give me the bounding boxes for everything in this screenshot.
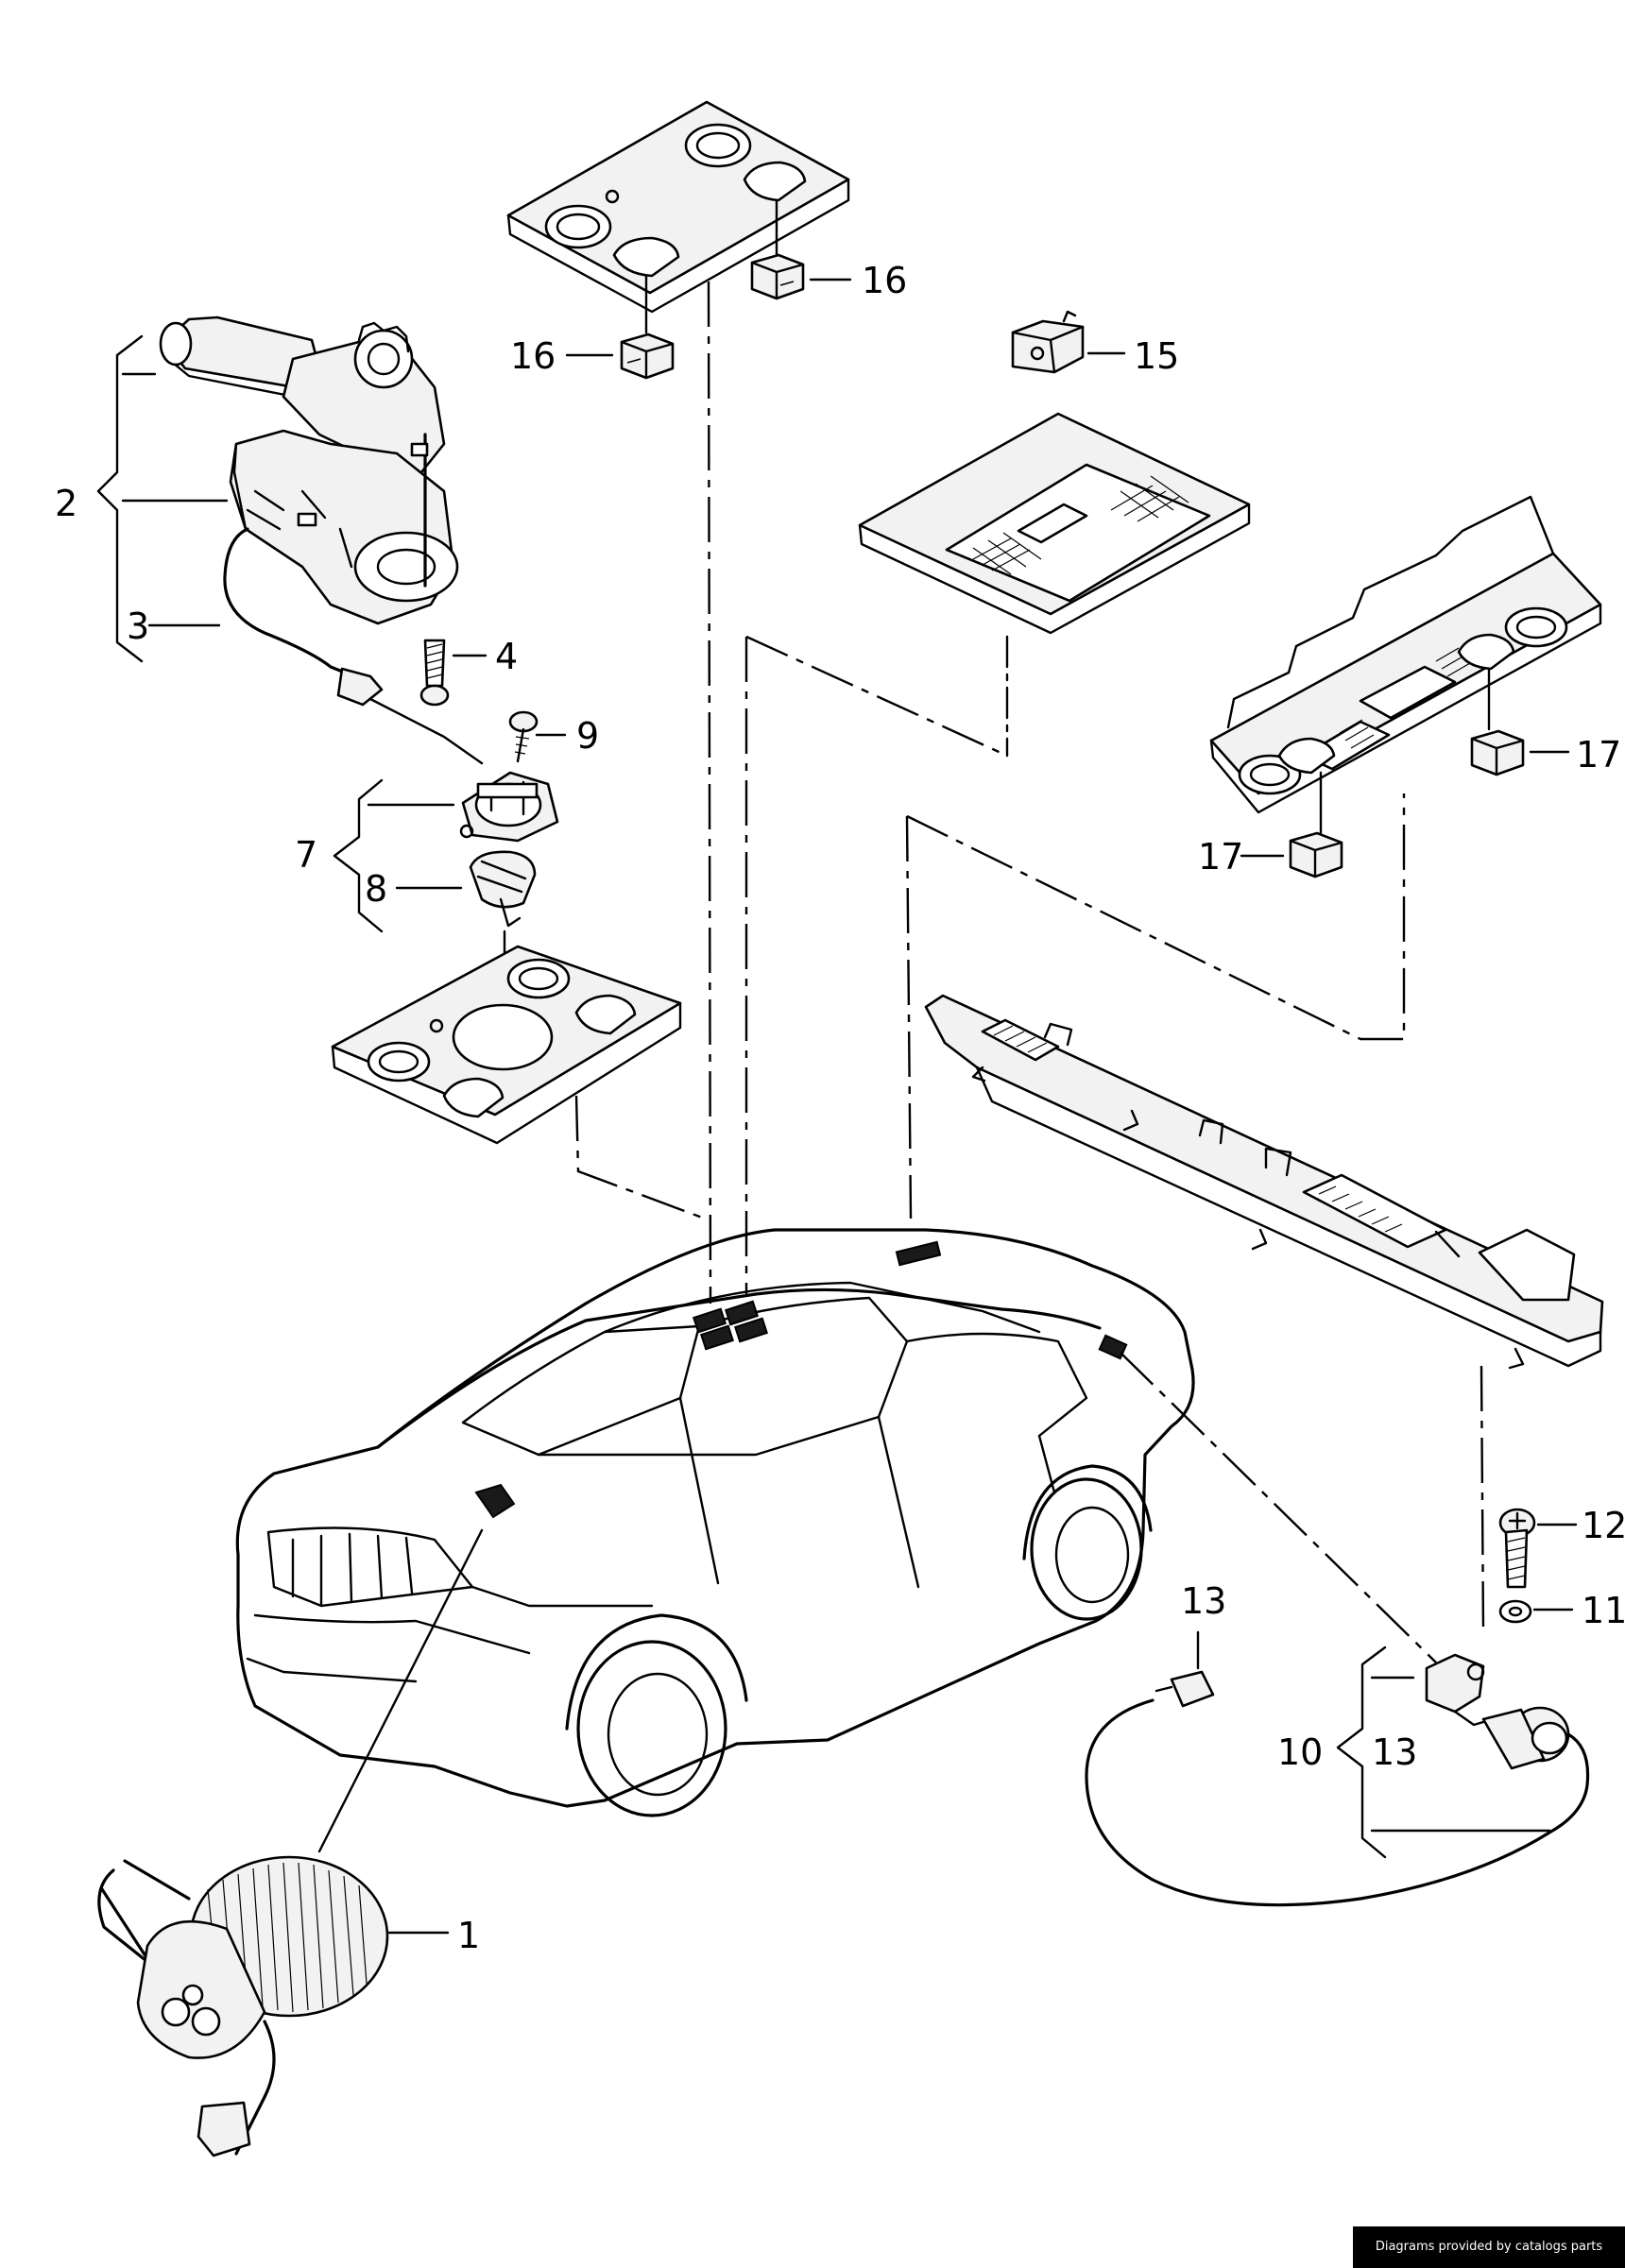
callout-3: 3 — [127, 605, 149, 647]
actuator-cable — [1085, 1698, 1590, 1907]
callout-13-bottom: 13 — [1372, 1731, 1417, 1773]
callout-9: 9 — [576, 715, 599, 757]
blower-motor-1 — [97, 1855, 389, 2157]
callout-8: 8 — [365, 868, 387, 910]
screw-9 — [508, 710, 539, 763]
motor-cable — [223, 527, 351, 676]
diagram-credit-footer: Diagrams provided by catalogs parts — [1353, 2226, 1625, 2268]
front-reading-lamp-panel — [506, 100, 850, 314]
callout-7: 7 — [295, 834, 317, 876]
rear-lamp-console — [1209, 495, 1602, 814]
callout-2: 2 — [55, 483, 77, 524]
sunroof-motor-assembly — [159, 315, 459, 625]
callout-4: 4 — [495, 636, 518, 677]
lamp-unit-15 — [1011, 310, 1085, 374]
actuator-10 — [1425, 1653, 1570, 1770]
callout-11: 11 — [1582, 1590, 1625, 1631]
dashed-leaders — [574, 281, 1485, 1663]
third-brake-light-bar — [924, 994, 1604, 1370]
callout-12: 12 — [1582, 1505, 1625, 1546]
connector-13 — [1155, 1670, 1215, 1708]
callout-13-top: 13 — [1181, 1580, 1226, 1622]
callout-17-right: 17 — [1576, 734, 1621, 776]
callout-17-left: 17 — [1198, 836, 1243, 878]
bulb-holder-16b — [620, 333, 675, 380]
callout-1: 1 — [457, 1915, 480, 1956]
callout-10: 10 — [1277, 1731, 1323, 1773]
interior-lamp-panel — [331, 945, 682, 1145]
screw-4 — [419, 639, 450, 707]
washer-11 — [1498, 1599, 1532, 1624]
callout-15: 15 — [1134, 335, 1179, 377]
bulb-holder-16a — [750, 253, 805, 300]
screw-12 — [1498, 1508, 1536, 1589]
bulb-holder-17a — [1470, 729, 1525, 776]
lamp-housing-7 — [459, 771, 559, 843]
rear-interior-lamp — [858, 412, 1251, 635]
callout-16-right: 16 — [862, 260, 907, 301]
car-body — [235, 1228, 1195, 1817]
bulb-holder-17b — [1289, 831, 1343, 878]
bulb-8 — [469, 850, 537, 928]
callout-16-left: 16 — [510, 335, 556, 377]
cable-connector-3 — [336, 667, 384, 707]
